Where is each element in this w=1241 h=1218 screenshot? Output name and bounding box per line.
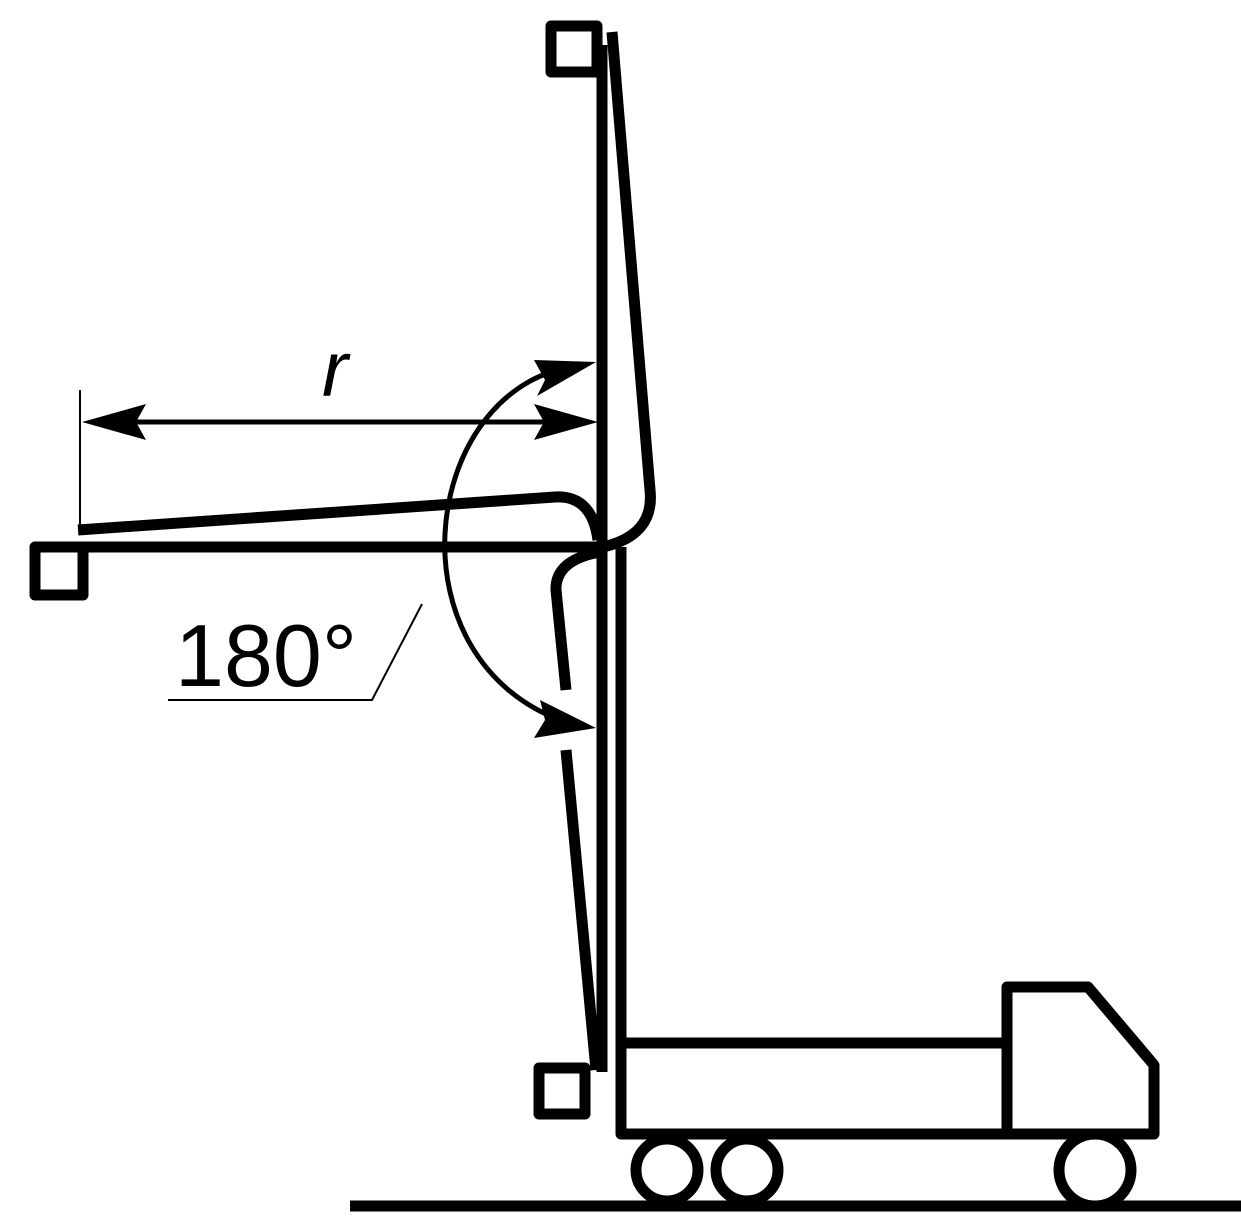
boom-lower-position	[533, 546, 602, 1120]
boom-upper-position	[545, 20, 656, 553]
hook-block-left	[29, 541, 89, 601]
rotation-arc-path	[442, 365, 566, 725]
hook-block-bottom	[533, 1062, 591, 1120]
rotation-arrowhead-top	[534, 360, 596, 396]
angle-label: 180°	[175, 606, 357, 705]
angle-leader-line	[168, 603, 423, 701]
boom-upper-arm	[601, 31, 656, 553]
truck-chassis	[615, 547, 1160, 1140]
boom-horizontal-position	[29, 491, 604, 601]
boom-lower-arm-top	[550, 546, 602, 691]
reach-dimension: r	[79, 325, 598, 530]
truck-wheel-rear	[1053, 1128, 1137, 1212]
reach-label: r	[322, 325, 351, 413]
boom-horizontal-upper	[77, 491, 604, 541]
reach-arrowhead-right	[534, 404, 598, 440]
boom-lower-arm-bottom	[560, 749, 602, 1071]
rotation-arrowhead-bottom	[534, 700, 596, 738]
truck	[615, 547, 1160, 1212]
truck-wheel-front-1	[630, 1133, 704, 1207]
truck-wheel-front-2	[710, 1133, 784, 1207]
reach-arrowhead-left	[82, 404, 146, 440]
hook-block-top	[545, 20, 603, 78]
rotation-arc: 180°	[168, 360, 596, 738]
